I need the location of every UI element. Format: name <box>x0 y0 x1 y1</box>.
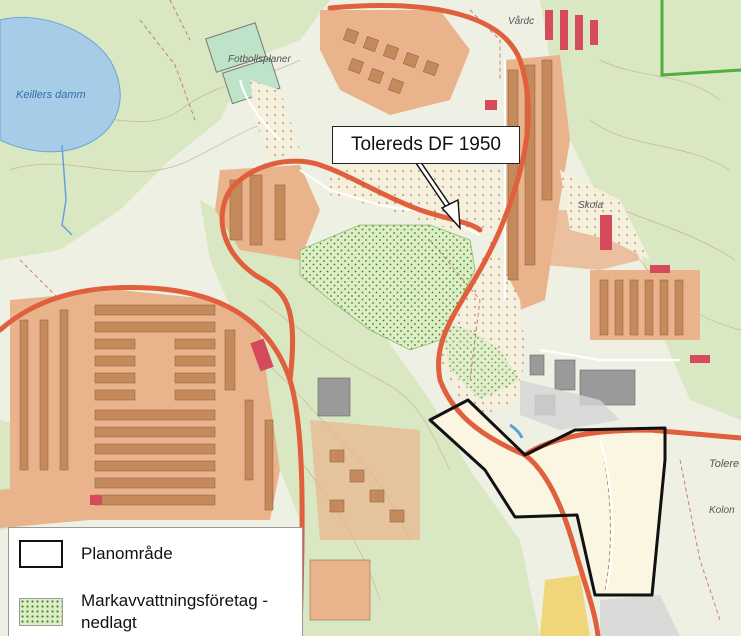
callout-text: Tolereds DF 1950 <box>351 134 501 155</box>
pond-small <box>509 423 524 439</box>
callout-tolereds-df: Tolereds DF 1950 <box>332 126 520 164</box>
buildings <box>19 27 684 621</box>
arrow-icon <box>415 160 461 230</box>
stream <box>61 144 73 236</box>
legend-label-plan-area: Planområde <box>81 544 173 563</box>
legend-item-drainage: Markavvattningsföretag - nedlagt <box>19 590 281 634</box>
boundary-green <box>660 0 741 77</box>
drainage-area-2 <box>440 320 520 400</box>
lake-keillers-damm <box>0 16 121 153</box>
legend-item-plan-area: Planområde <box>19 540 173 568</box>
label-colony: Kolon <box>709 505 735 516</box>
label-lake: Keillers damm <box>16 89 86 101</box>
rectangle-outline-icon <box>19 540 63 568</box>
plan-area-boundary <box>428 398 667 597</box>
label-care: Vårdc <box>508 15 534 27</box>
label-football: Fotbollsplaner <box>228 54 291 65</box>
legend-label-drainage: Markavvattningsföretag - nedlagt <box>81 591 269 632</box>
dotted-green-pattern-icon <box>19 598 63 626</box>
plan-area-fill <box>430 400 665 595</box>
paved-area-south <box>600 595 680 636</box>
sand-area <box>540 575 590 636</box>
buildings-public <box>90 10 710 505</box>
map-legend: Planområde Markavvattningsföretag - nedl… <box>8 527 303 636</box>
label-school: Skola <box>578 200 603 211</box>
paved-area <box>520 380 620 430</box>
label-tolered: Tolere <box>709 458 739 470</box>
